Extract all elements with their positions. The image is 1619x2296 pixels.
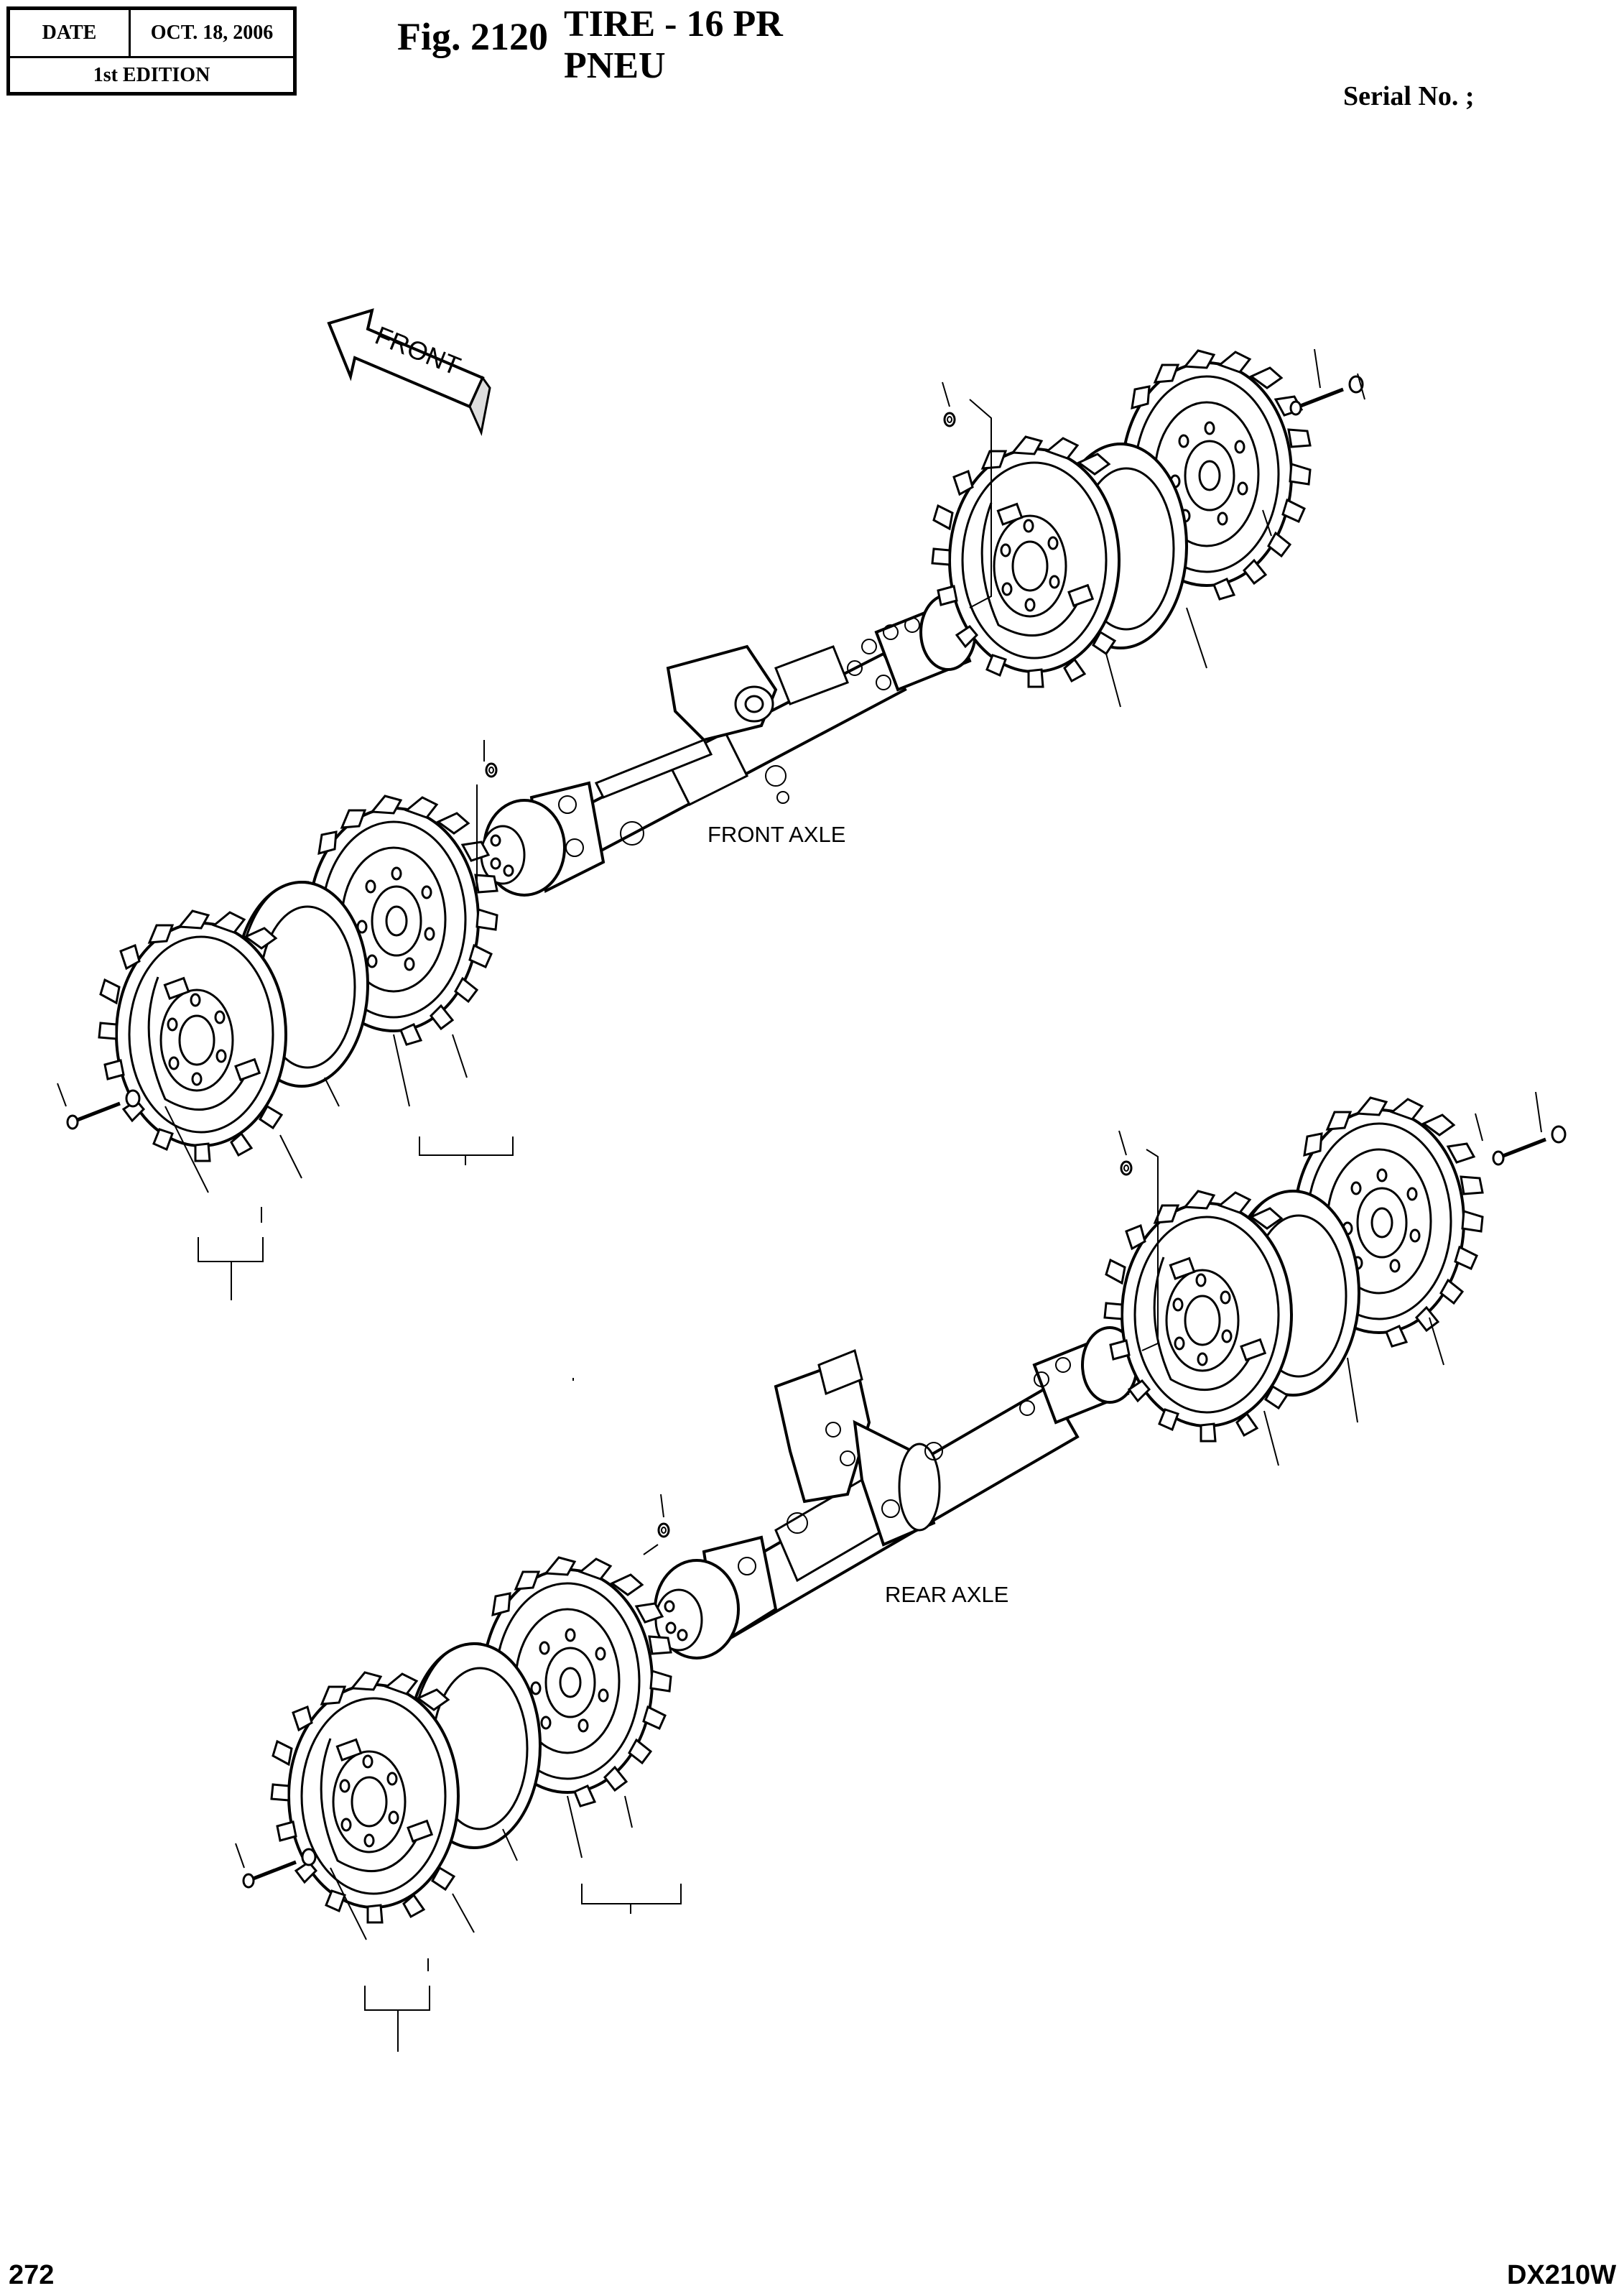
rear-axle-label: REAR AXLE	[885, 1582, 1008, 1607]
callout-leader-lines	[57, 348, 1542, 2052]
header-divider-vertical	[129, 10, 131, 56]
edition-label: 1st EDITION	[93, 64, 210, 86]
model-number: DX210W	[1507, 2260, 1617, 2290]
header-divider-horizontal	[10, 56, 293, 58]
rear-axle-assembly	[654, 1326, 1138, 1659]
rear-right-wheel-bolt	[1493, 1126, 1565, 1165]
header-table: DATE OCT. 18, 2006 1st EDITION	[6, 6, 297, 96]
front-right-wheel-nut	[943, 412, 956, 427]
front-direction-arrow: FRONT	[327, 308, 491, 436]
date-label: DATE	[42, 22, 97, 44]
page-number: 272	[9, 2260, 55, 2290]
rear-left-wheel-nut	[657, 1522, 670, 1538]
figure-title-en: TIRE - 16 PR	[564, 4, 783, 45]
figure-title-fr: PNEU	[564, 45, 666, 86]
rear-right-wheel-nut	[1120, 1160, 1133, 1176]
front-right-wheel-bolt	[1291, 376, 1363, 415]
front-left-wheel-nut	[485, 762, 498, 778]
serial-number-label: Serial No. ;	[1343, 81, 1475, 111]
front-axle-label: FRONT AXLE	[708, 822, 845, 847]
date-value: OCT. 18, 2006	[150, 22, 274, 44]
front-axle-assembly	[480, 593, 977, 897]
figure-number: Fig. 2120	[397, 15, 548, 58]
